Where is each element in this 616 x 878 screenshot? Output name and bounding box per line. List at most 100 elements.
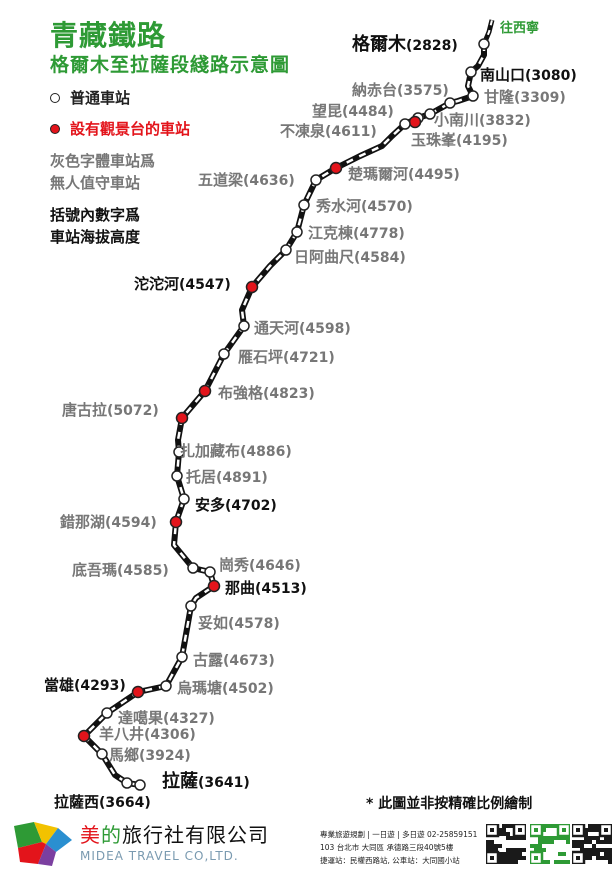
company-name-de: 的 [101,823,122,847]
station-name: 古露 [193,651,224,669]
map-title: 青藏鐵路 [50,19,167,52]
station-label: 甘隆(3309) [484,88,566,106]
station-marker [298,199,310,211]
station-label: 小南川(3832) [434,111,531,129]
company-logo-icon [14,822,72,866]
station-label: 布強格(4823) [218,384,315,402]
station-marker [467,90,479,102]
station-label: 通天河(4598) [254,319,351,337]
contact-line-3: 捷運站：民權西路站, 公車站：大同國小站 [320,856,460,865]
station-name: 格爾木 [352,33,407,55]
line-qr-code-icon[interactable] [530,824,570,864]
station-name: 望昆 [312,102,342,120]
station-marker [310,174,322,186]
note-unmanned-line2: 無人值守車站 [50,174,141,192]
station-name: 拉薩 [162,770,198,792]
station-altitude: (4702) [225,498,277,514]
contact-line-1: 專業旅遊規劃 | 一日遊 | 多日遊 02-25859151 [320,830,478,839]
station-name: 當雄 [44,676,74,694]
legend-viewing-station: 設有觀景台的車站 [50,118,190,139]
station-marker [424,108,436,120]
station-altitude: (3664) [99,795,151,811]
station-label: 望昆(4484) [312,102,394,120]
station-label: 妥如(4578) [198,614,280,632]
station-altitude: (4484) [342,104,394,120]
station-altitude: (4327) [163,711,215,727]
station-marker [160,680,172,692]
station-label: 拉薩(3641) [162,770,250,792]
viewing-station-marker-icon [50,123,60,134]
station-name: 江克棟 [308,224,354,242]
company-name-rest: 旅行社有限公司 [122,823,269,847]
viewing-station-marker [169,515,183,529]
note-altitude-line2: 車站海拔高度 [50,228,141,246]
station-name: 羊八井 [99,725,144,743]
company-name-mei: 美 [80,823,101,847]
note-unmanned-line1: 灰色字體車站爲 [50,152,156,170]
station-marker [478,38,490,50]
viewing-station-marker [175,411,189,425]
station-marker [173,446,185,458]
footer: 美的旅行社有限公司 MIDEA TRAVEL CO,LTD. 專業旅遊規劃 | … [0,815,616,878]
company-name-zh: 美的旅行社有限公司 [80,819,269,848]
station-altitude: (4886) [240,444,292,460]
station-label: 古露(4673) [193,651,275,669]
station-altitude: (4584) [354,250,406,266]
station-marker [218,348,230,360]
station-altitude: (4513) [255,581,307,597]
station-markers [77,38,490,791]
scale-disclaimer: * 此圖並非按精確比例繪制 [366,796,533,812]
station-label: 馬鄉(3924) [109,746,191,764]
station-label: 唐古拉(5072) [62,401,159,419]
station-label: 烏瑪塘(4502) [177,679,274,697]
station-name: 拉薩西 [54,793,99,811]
station-name: 馬鄉 [109,746,139,764]
station-altitude: (4570) [361,199,413,215]
station-marker [134,779,146,791]
station-label: 江克棟(4778) [308,224,405,242]
track-dash-pattern [82,44,486,787]
station-marker [101,707,113,719]
station-altitude: (3575) [397,83,449,99]
station-marker [238,320,250,332]
station-label: 扎加藏布(4886) [180,442,292,460]
station-altitude: (4293) [74,678,126,694]
legend-viewing-label: 設有觀景台的車站 [70,120,191,138]
station-name: 五道梁 [198,171,244,189]
station-altitude: (4611) [325,124,377,140]
station-altitude: (5072) [107,403,159,419]
station-label: 達噶果(4327) [118,709,215,727]
station-label: 羊八井(4306) [99,725,196,743]
station-altitude: (4823) [263,386,315,402]
company-name-en: MIDEA TRAVEL CO,LTD. [80,849,239,863]
station-marker [187,562,199,574]
station-altitude: (3309) [514,90,566,106]
station-label: 那曲(4513) [225,579,307,597]
station-altitude: (4673) [223,653,275,669]
station-altitude: (4502) [222,681,274,697]
qr-code-icon[interactable] [486,824,526,864]
station-marker [465,66,477,78]
station-label: 沱沱河(4547) [134,275,231,293]
station-altitude: (3080) [525,68,577,84]
station-altitude: (4495) [408,167,460,183]
station-name: 烏瑪塘 [177,679,222,697]
station-name: 納赤台 [352,81,397,99]
railway-track [81,44,487,788]
station-name: 不凍泉 [280,122,326,140]
station-altitude: (4306) [144,727,196,743]
station-name: 底吾瑪 [72,561,117,579]
station-altitude: (4636) [243,173,295,189]
station-altitude: (3641) [198,775,250,791]
note-altitude: 括號內數字爲 車站海拔高度 [50,204,140,248]
station-label: 托居(4891) [186,468,268,486]
station-label: 玉珠峯(4195) [411,131,508,149]
station-name: 安多 [195,496,225,514]
station-name: 托居 [186,468,216,486]
station-name: 崗秀 [219,556,250,574]
station-altitude: (4594) [105,515,157,531]
viewing-station-marker [207,579,221,593]
direction-label: 往西寧 [500,20,539,36]
station-marker [444,97,456,109]
social-qr-code-icon[interactable] [572,824,612,864]
